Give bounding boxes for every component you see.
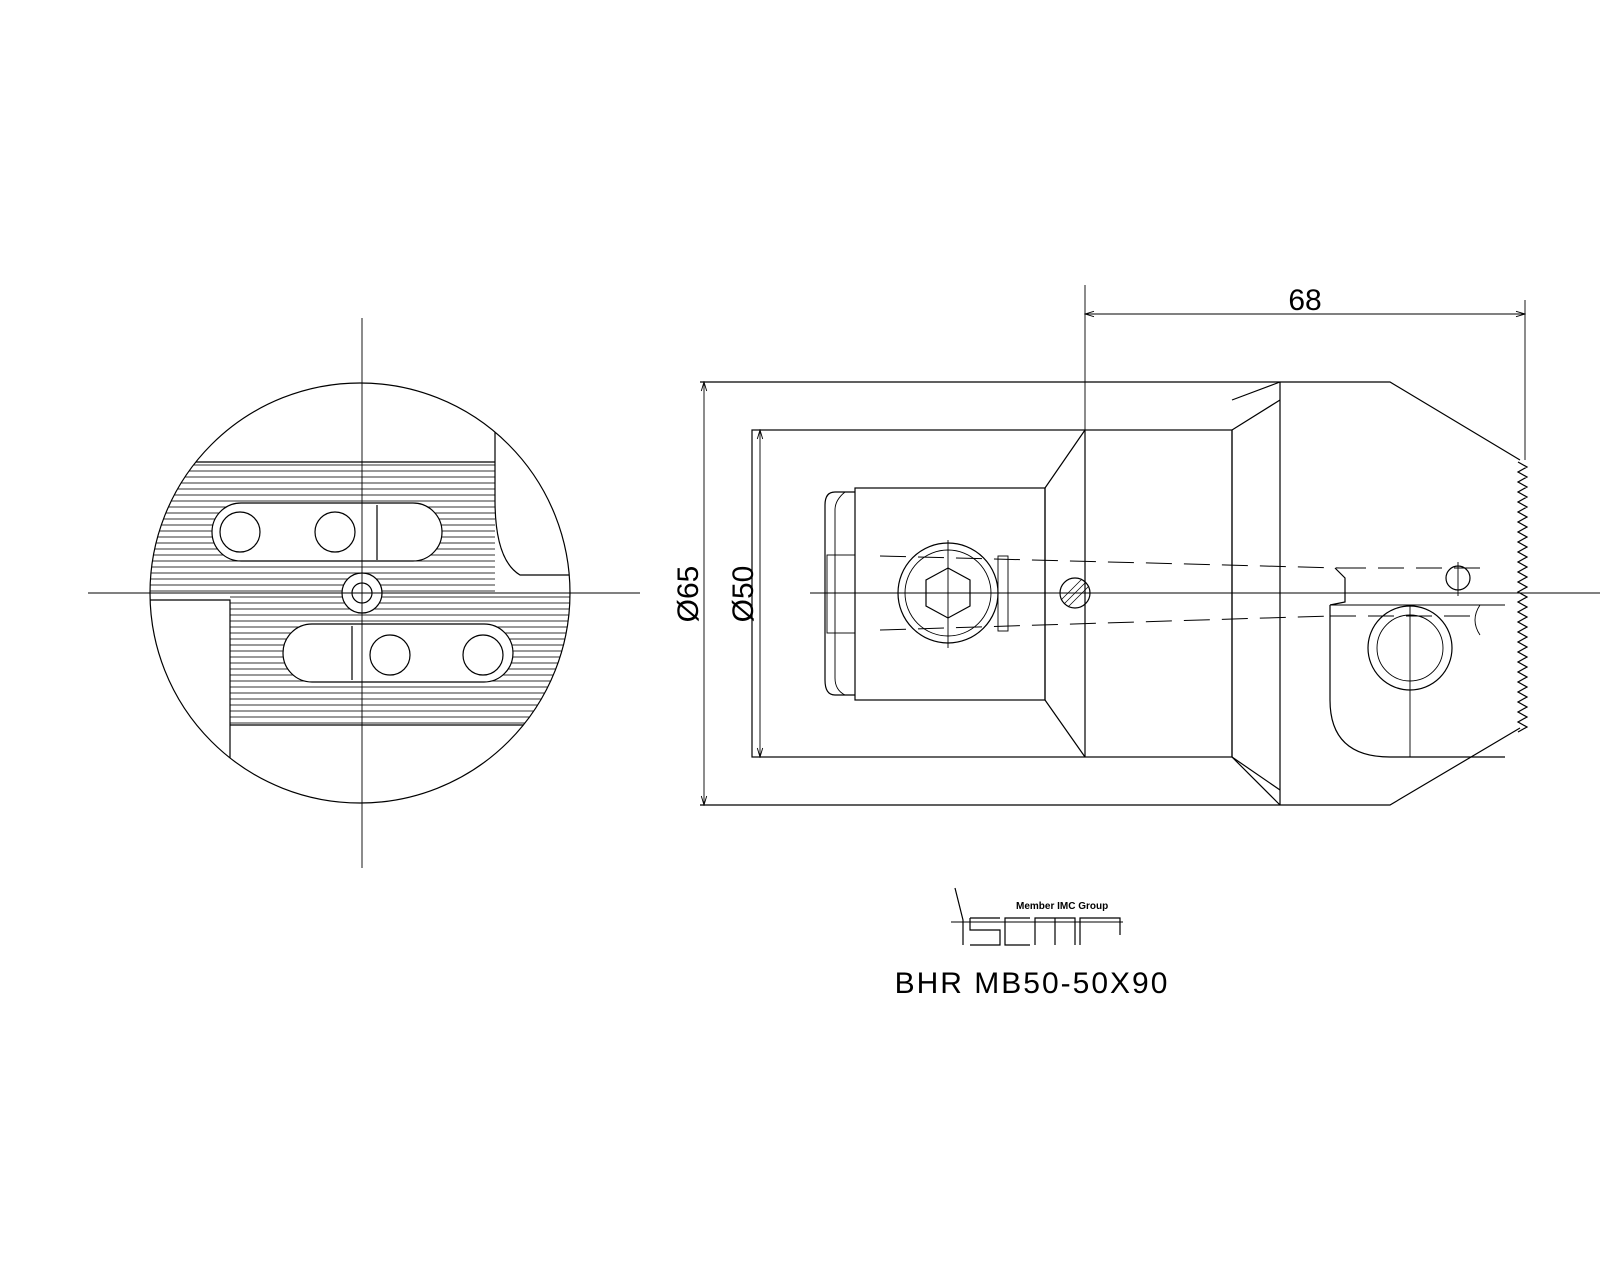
serration-hatch — [150, 430, 570, 760]
iscar-logo: Member IMC Group — [951, 887, 1123, 946]
end-view — [88, 318, 640, 868]
side-view — [700, 381, 1600, 806]
bolt-hole — [462, 634, 504, 676]
dim-inner-diameter: Ø50 — [727, 430, 760, 757]
logo-member-text: Member IMC Group — [1016, 901, 1108, 912]
dim-outer-diameter-label: Ø65 — [672, 566, 705, 623]
dim-inner-diameter-label: Ø50 — [727, 566, 760, 623]
bolt-hole — [314, 511, 356, 553]
serrated-edge — [1516, 461, 1529, 733]
bolt-hole — [369, 634, 411, 676]
dim-outer-diameter: Ø65 — [672, 382, 705, 805]
dim-length-label: 68 — [1288, 284, 1321, 317]
bolt-hole — [219, 511, 261, 553]
dim-length: 68 — [1085, 284, 1525, 460]
part-number: BHR MB50-50X90 — [895, 967, 1170, 1000]
